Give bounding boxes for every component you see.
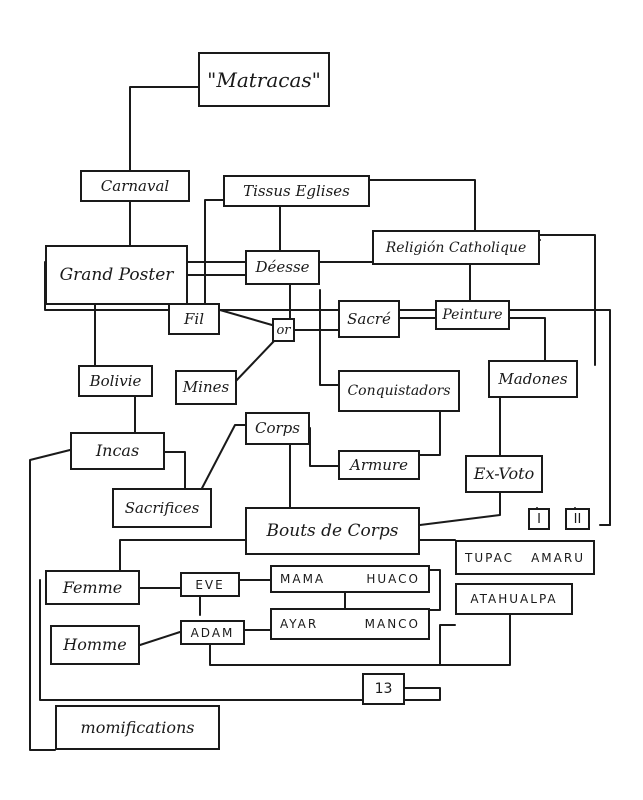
connector [429,569,441,611]
node-armure: Armure [338,450,420,480]
node-page-number: 13 [362,673,405,705]
label-amaru: AMARU [531,550,585,565]
node-or: or [272,318,295,342]
node-peinture: Peinture [435,300,510,330]
connector [199,424,246,493]
label-manco: MANCO [364,617,420,631]
connector [234,339,276,383]
connector [509,317,546,361]
connector [29,449,71,751]
connector [419,411,441,456]
node-ayar-manco: AYAR MANCO [270,608,430,640]
node-madones: Madones [488,360,578,398]
node-ex-voto: Ex-Voto [465,455,543,493]
connector [204,199,246,306]
connector [39,579,441,701]
node-carnaval: Carnaval [80,170,190,202]
node-mines: Mines [175,370,237,405]
node-deesse: Déesse [245,250,320,285]
connector [309,427,339,467]
node-matracas: "Matracas" [198,52,330,107]
label-huaco: HUACO [366,572,420,586]
connector [219,309,273,326]
node-tupac-amaru: TUPAC AMARU [455,540,595,575]
node-grand-poster: Grand Poster [45,245,188,305]
node-conquistadors: Conquistadors [338,370,460,412]
node-adam: ADAM [180,620,245,645]
node-tissus-eglises: Tissus Eglises [223,175,370,207]
node-eve: EVE [180,572,240,597]
connector [164,451,186,489]
node-roman-two: II [565,508,590,530]
node-homme: Homme [50,625,140,665]
label-mama: MAMA [280,572,326,586]
connector [119,539,271,571]
node-roman-one: I [528,508,550,530]
label-tupac: TUPAC [465,550,514,565]
node-momifications: momifications [55,705,220,750]
connector [439,614,511,666]
node-corps: Corps [245,412,310,445]
node-sacrifices: Sacrifices [112,488,212,528]
node-religion-catholique: Religión Catholique [372,230,540,265]
node-bolivie: Bolivie [78,365,153,397]
node-atahualpa: ATAHUALPA [455,583,573,615]
node-incas: Incas [70,432,165,470]
node-mama-huaco: MAMA HUACO [270,565,430,593]
connector [539,234,596,366]
node-fil: Fil [168,303,220,335]
node-bouts-de-corps: Bouts de Corps [245,507,420,555]
node-sacre: Sacré [338,300,400,338]
label-ayar: AYAR [280,617,319,631]
connector [139,631,181,646]
connector [319,289,339,386]
connector [129,86,199,171]
node-femme: Femme [45,570,140,605]
connector [419,489,501,526]
